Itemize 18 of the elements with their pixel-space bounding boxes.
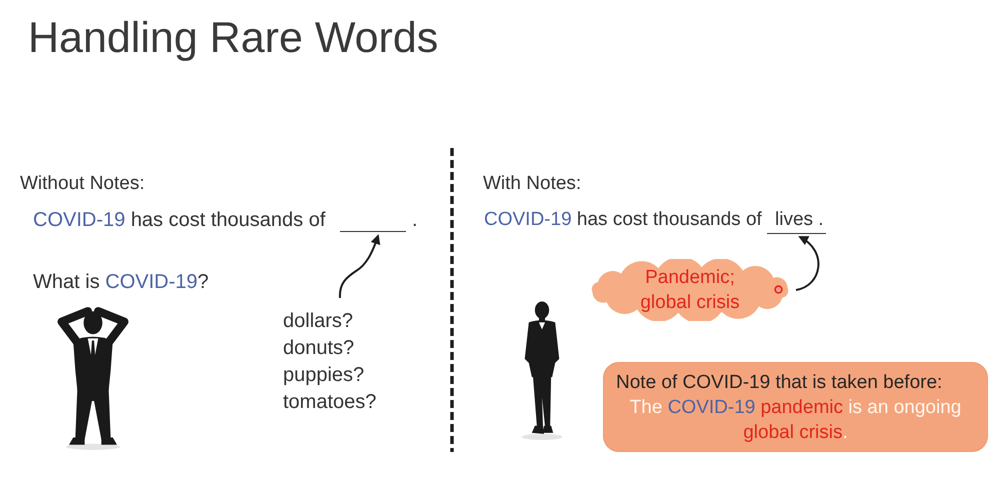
question-text: What is COVID-19? bbox=[33, 270, 209, 294]
note-box bbox=[603, 362, 988, 452]
candidate-word: puppies? bbox=[283, 363, 366, 388]
filled-blank-text: lives . bbox=[767, 208, 826, 234]
candidate-word: donuts? bbox=[283, 336, 356, 361]
curved-arrow bbox=[796, 236, 820, 291]
section-heading: Without Notes: bbox=[20, 172, 145, 196]
note-text: The COVID-19 pandemic is an ongoing global crisis. bbox=[628, 396, 962, 445]
note-heading: Note of COVID-19 that is taken before: bbox=[616, 371, 944, 395]
candidate-word: dollars? bbox=[283, 309, 354, 334]
wavy-arrow bbox=[338, 234, 380, 298]
sentence-text: COVID-19 has cost thousands of bbox=[33, 208, 326, 232]
cloud-text: Pandemic; global crisis bbox=[639, 266, 741, 315]
slide-title: Handling Rare Words bbox=[28, 13, 438, 64]
punctuation-text: . bbox=[412, 208, 418, 232]
candidate-word: tomatoes? bbox=[283, 390, 376, 415]
sentence-text: COVID-19 has cost thousands of bbox=[484, 208, 762, 232]
section-heading: With Notes: bbox=[483, 172, 582, 196]
